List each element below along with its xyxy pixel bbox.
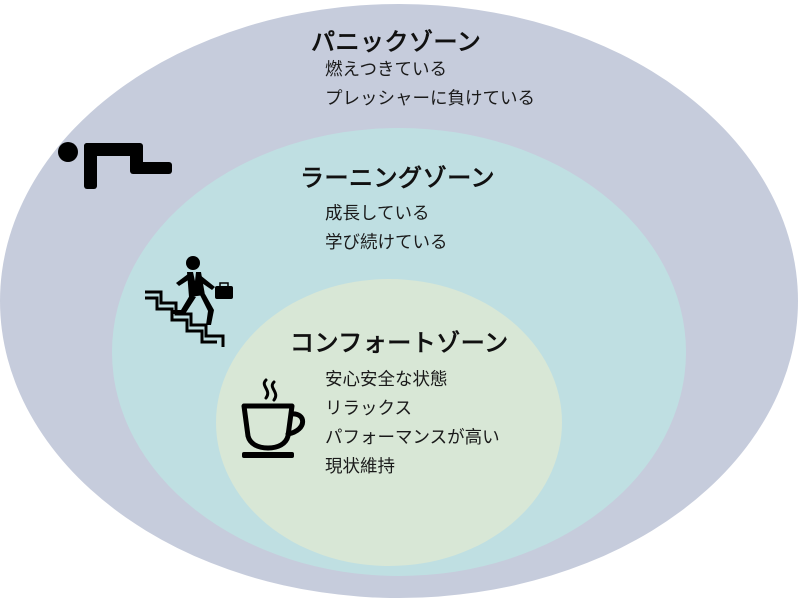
panic-zone-description: 燃えつきている プレッシャーに負けている (325, 56, 535, 114)
comfort-zone-title: コンフォートゾーン (290, 329, 509, 357)
learning-zone-line: 成長している (325, 204, 430, 224)
learning-zone-line: 学び続けている (325, 233, 448, 253)
panic-zone-line: 燃えつきている (325, 60, 447, 80)
comfort-zone-line: 安心安全な状態 (325, 370, 448, 390)
learning-zone-title: ラーニングゾーン (300, 164, 496, 192)
panic-zone-line: プレッシャーに負けている (325, 89, 535, 109)
comfort-zone-region (216, 279, 562, 566)
stair-climbing-businessman-icon (145, 256, 233, 347)
crawling-person-icon (58, 142, 172, 189)
comfort-zone-line: リラックス (325, 399, 412, 419)
comfort-zone-description: 安心安全な状態 リラックス パフォーマンスが高い 現状維持 (325, 366, 500, 482)
hot-coffee-cup-icon (241, 378, 306, 458)
comfort-zone-line: パフォーマンスが高い (325, 428, 500, 448)
comfort-zone-line: 現状維持 (325, 457, 395, 477)
learning-zone-description: 成長している 学び続けている (325, 200, 448, 258)
panic-zone-title: パニックゾーン (311, 28, 482, 56)
